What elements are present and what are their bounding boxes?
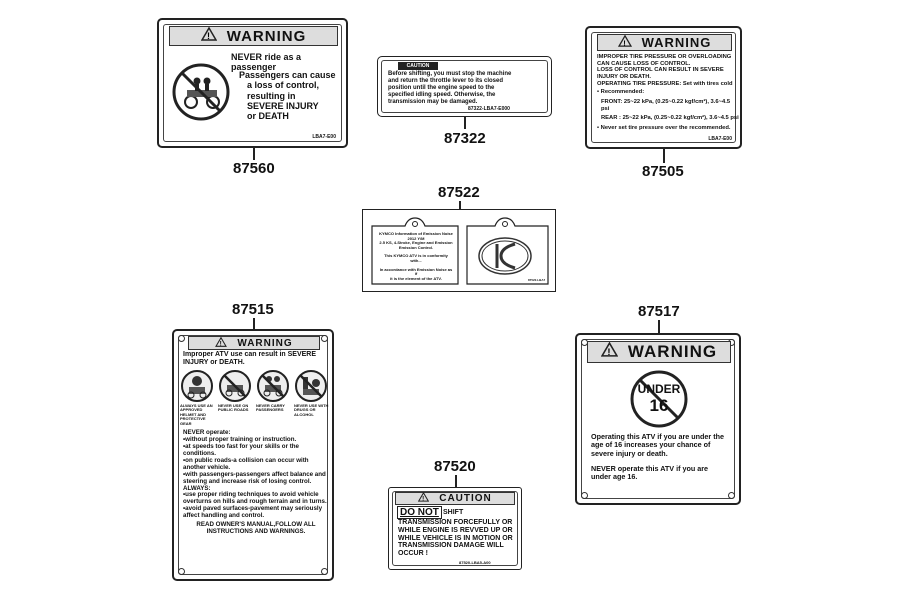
- label-87505: ! WARNING IMPROPER TIRE PRESSURE OR OVER…: [585, 26, 742, 149]
- under-16-prohibited-icon: UNDER 16: [629, 369, 689, 429]
- operating-rules-text: NEVER operate: •without proper training …: [183, 429, 329, 536]
- mounting-hole: [178, 335, 185, 342]
- tire-pressure-text: IMPROPER TIRE PRESSURE OR OVERLOADING CA…: [597, 54, 739, 131]
- svg-text:!: !: [220, 340, 223, 346]
- icon-caption: ALWAYS USE AN APPROVED HELMET AND PROTEC…: [180, 403, 213, 426]
- warning-header-text: WARNING: [237, 337, 293, 349]
- label-87515: ! WARNING Improper ATV use can result in…: [172, 329, 334, 581]
- warning-header-text: WARNING: [641, 35, 712, 50]
- read-manual-text: READ OWNER'S MANUAL,FOLLOW ALL INSTRUCTI…: [196, 521, 316, 536]
- warning-header: ! WARNING: [169, 26, 338, 46]
- never-heading: NEVER operate:: [183, 429, 231, 436]
- label-code: LBA7-E00: [312, 134, 336, 140]
- kymco-logo-icon: [505, 256, 506, 257]
- mounting-hole: [581, 492, 588, 499]
- label-code: LBA7-E00: [708, 136, 732, 142]
- svg-text:!: !: [607, 347, 611, 357]
- label-87520: ! CAUTION DO NOT SHIFT TRANSMISSION FORC…: [388, 487, 522, 570]
- leader-line-87522: [459, 201, 461, 209]
- age-number: 16: [649, 396, 669, 415]
- improper-use-text: Improper ATV use can result in SEVERE IN…: [183, 351, 317, 367]
- label-code: 87522-LBA7: [528, 278, 546, 282]
- caution-triangle-icon: !: [418, 491, 430, 505]
- mounting-hole: [728, 492, 735, 499]
- warning-header: ! WARNING: [587, 341, 731, 363]
- age-warning-text: Operating this ATV if you are under the …: [591, 432, 724, 458]
- always-heading: ALWAYS:: [183, 484, 211, 492]
- no-passenger-icon: [171, 62, 231, 127]
- kymco-logo-tag-right: [465, 216, 550, 291]
- label-87505-border: [591, 32, 736, 143]
- warning-header-text: WARNING: [226, 27, 307, 45]
- warning-triangle-icon: !: [200, 26, 218, 45]
- warning-triangle-icon: !: [600, 341, 619, 362]
- label-87517: ! WARNING UNDER 16 Operating this ATV if…: [575, 333, 741, 505]
- mounting-hole: [321, 335, 328, 342]
- svg-text:!: !: [422, 495, 425, 502]
- label-87520-border: [392, 491, 518, 566]
- warning-header: ! WARNING: [597, 34, 732, 51]
- do-not-text: DO NOT: [397, 506, 442, 519]
- no-passengers-icon: [256, 369, 292, 408]
- svg-text:!: !: [623, 38, 626, 47]
- label-87515-border: [178, 335, 328, 575]
- part-number-87322: 87322: [444, 130, 486, 147]
- label-87522-frame: [362, 209, 556, 292]
- shift-text: SHIFT: [443, 509, 464, 516]
- safety-icon-captions: ALWAYS USE AN APPROVED HELMET AND PROTEC…: [180, 403, 330, 426]
- mounting-hole: [178, 568, 185, 575]
- leader-line-87322: [464, 117, 466, 129]
- emission-tag-left: [370, 216, 460, 291]
- part-number-87515: 87515: [232, 301, 274, 318]
- under-text: UNDER: [637, 382, 681, 396]
- leader-line-87560: [253, 148, 255, 160]
- caution-header: CAUTION: [398, 62, 438, 70]
- warning-triangle-icon: !: [215, 336, 228, 350]
- leader-line-87517: [658, 320, 660, 333]
- label-code: 87322-LBA7-E000: [468, 106, 510, 112]
- helmet-gear-icon: [180, 369, 216, 408]
- icon-caption: NEVER CARRY PASSENGERS: [256, 403, 285, 413]
- icon-caption: NEVER USE WITH DRUGS OR ALCOHOL: [294, 403, 329, 417]
- icon-caption: NEVER USE ON PUBLIC ROADS: [218, 403, 249, 413]
- label-code: 87520-LBA5-A00: [459, 560, 491, 565]
- safety-icons-row: [180, 369, 330, 408]
- label-87517-border: [581, 339, 735, 499]
- label-87322-border: [381, 60, 548, 113]
- warning-triangle-icon: !: [617, 34, 632, 50]
- label-87560-border: [163, 24, 342, 142]
- svg-text:!: !: [207, 31, 211, 41]
- leader-line-87520: [455, 475, 457, 487]
- transmission-caution-text: TRANSMISSION FORCEFULLY OR WHILE ENGINE …: [398, 519, 513, 558]
- warning-header: ! WARNING: [188, 336, 320, 350]
- part-number-87522: 87522: [438, 184, 480, 201]
- part-number-87560: 87560: [233, 160, 275, 177]
- never-operate-text: NEVER operate this ATV if you are under …: [591, 464, 709, 482]
- caution-header: ! CAUTION: [395, 491, 515, 505]
- never-ride-text: NEVER ride as a passenger: [231, 52, 302, 73]
- no-drugs-alcohol-icon: [294, 369, 330, 408]
- label-87560: ! WARNING NEVER ride as a passenger Pass…: [157, 18, 348, 148]
- leader-line-87515: [253, 318, 255, 329]
- passenger-warning-text: Passengers can cause a loss of control, …: [239, 70, 336, 122]
- shift-caution-text: Before shifting, you must stop the machi…: [388, 71, 512, 105]
- caution-header-text: CAUTION: [439, 493, 492, 504]
- warning-header-text: WARNING: [627, 342, 718, 361]
- emission-info-text: KYMCO Information of Emission Noise 2012…: [379, 231, 453, 281]
- part-number-87505: 87505: [642, 163, 684, 180]
- part-number-87520: 87520: [434, 458, 476, 475]
- part-number-87517: 87517: [638, 303, 680, 320]
- mounting-hole: [321, 568, 328, 575]
- no-public-roads-icon: [218, 369, 254, 408]
- leader-line-87505: [663, 149, 665, 163]
- label-87322: CAUTION Before shifting, you must stop t…: [377, 56, 552, 117]
